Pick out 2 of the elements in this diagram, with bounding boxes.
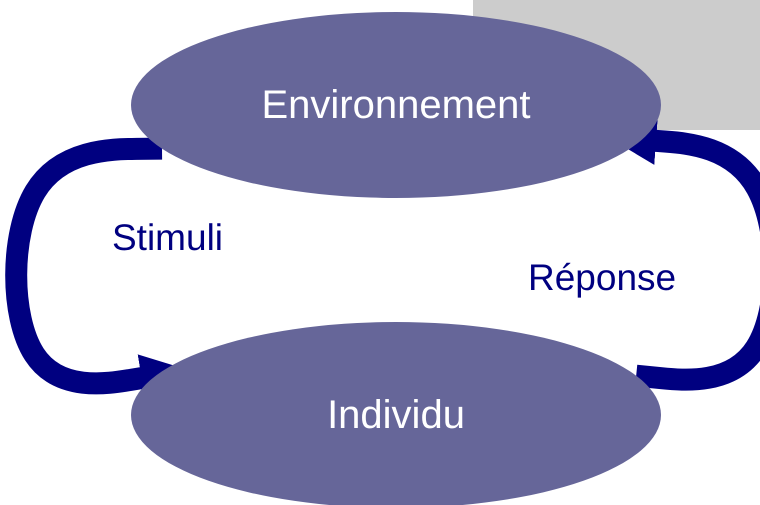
node-label: Environnement — [261, 82, 531, 128]
node-label: Individu — [327, 392, 465, 438]
